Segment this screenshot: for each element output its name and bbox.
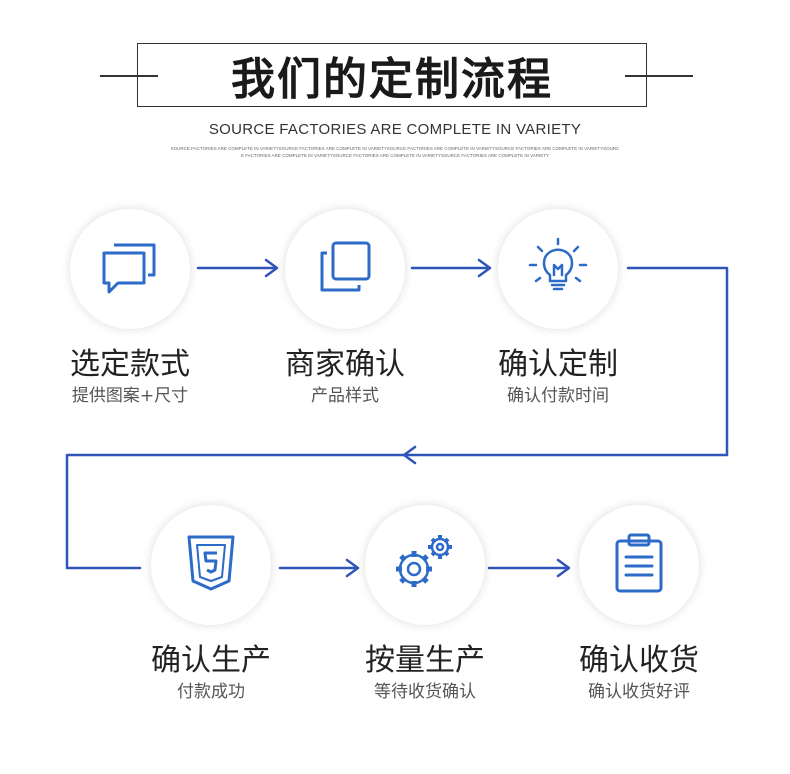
step-icon-circle xyxy=(285,209,405,329)
step-subtitle: 确认收货好评 xyxy=(588,682,690,702)
step-title: 确认生产 xyxy=(151,643,271,678)
connector-3-to-4 xyxy=(65,266,729,570)
clipboard-icon xyxy=(607,531,671,599)
step-icon-circle xyxy=(151,505,271,625)
step-title: 确认定制 xyxy=(498,347,618,382)
title-box: 我们的定制流程 xyxy=(137,43,647,107)
chat-bubbles-icon xyxy=(98,235,162,303)
step-subtitle: 产品样式 xyxy=(311,386,379,406)
step-subtitle: 确认付款时间 xyxy=(507,386,609,406)
page-title: 我们的定制流程 xyxy=(231,54,553,105)
step-icon-circle xyxy=(579,505,699,625)
arrow-5-to-6 xyxy=(487,558,571,578)
step-subtitle: 付款成功 xyxy=(177,682,245,702)
page-subtitle: SOURCE FACTORIES ARE COMPLETE IN VARIETY xyxy=(208,121,582,138)
title-line-right xyxy=(625,75,693,77)
html5-shield-icon xyxy=(179,531,243,599)
fine-print-line-1: SOURCE FACTORIES ARE COMPLETE IN VARIETY… xyxy=(170,146,620,151)
copy-squares-icon xyxy=(313,235,377,303)
step-title: 确认收货 xyxy=(579,643,699,678)
arrow-4-to-5 xyxy=(278,558,360,578)
gears-icon xyxy=(390,531,460,599)
lightbulb-icon xyxy=(526,235,590,303)
arrow-1-to-2 xyxy=(196,258,279,278)
step-icon-circle xyxy=(365,505,485,625)
step-icon-circle xyxy=(70,209,190,329)
step-title: 按量生产 xyxy=(365,643,485,678)
step-icon-circle xyxy=(498,209,618,329)
step-title: 选定款式 xyxy=(70,347,190,382)
step-subtitle: 提供图案+尺寸 xyxy=(71,386,189,406)
step-title: 商家确认 xyxy=(285,347,405,382)
step-subtitle: 等待收货确认 xyxy=(374,682,476,702)
fine-print-line-2: E FACTORIES ARE COMPLETE IN VARIETYSOURC… xyxy=(240,153,550,158)
title-line-left xyxy=(100,75,158,77)
arrow-2-to-3 xyxy=(410,258,492,278)
